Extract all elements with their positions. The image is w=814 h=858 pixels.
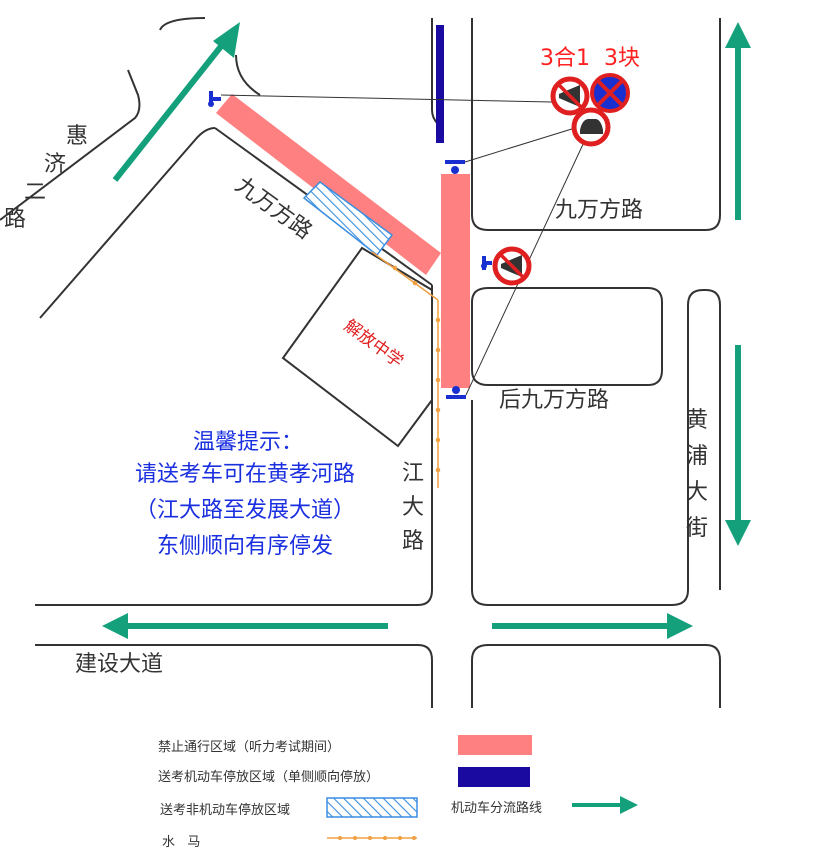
sign-post-s xyxy=(446,386,466,399)
legend-diversion-arrow xyxy=(572,796,638,814)
no-entry-zone-jiangda xyxy=(441,174,470,388)
legend-nonmotor-parking-swatch xyxy=(326,797,418,818)
notice-line-1: 请送考车可在黄孝河路 xyxy=(135,462,355,487)
street-jiangda-1: 江 xyxy=(402,461,424,486)
sign-post-n xyxy=(445,160,465,174)
street-huangpu-1: 黄 xyxy=(686,408,708,433)
legend-nonmotor-parking-label: 送考非机动车停放区域 xyxy=(160,802,290,818)
arrow-south xyxy=(725,345,751,546)
sign-post-nw xyxy=(208,91,221,107)
no-motor-vehicle-sign xyxy=(571,107,611,147)
notice-title: 温馨提示： xyxy=(193,430,303,455)
street-huangpu-3: 大 xyxy=(686,480,708,505)
street-hou-jiuwanfang: 后九万方路 xyxy=(499,388,609,413)
legend-no-entry-swatch xyxy=(458,735,532,755)
sign-posts xyxy=(208,91,492,399)
legend: 禁止通行区域（听力考试期间） 送考机动车停放区域（单侧顺向停放） 送考非机动车停… xyxy=(158,735,638,850)
street-jiangda-3: 路 xyxy=(402,529,424,554)
legend-motor-parking-label: 送考机动车停放区域（单侧顺向停放） xyxy=(158,769,379,785)
street-jiangda-2: 大 xyxy=(402,495,424,520)
legend-motor-parking-swatch xyxy=(458,767,530,787)
street-huangpu-4: 街 xyxy=(686,516,708,541)
arrow-northeast xyxy=(112,22,240,182)
barrier-line xyxy=(371,251,441,488)
legend-no-entry-label: 禁止通行区域（听力考试期间） xyxy=(158,740,340,755)
notice-line-2: （江大路至发展大道） xyxy=(135,498,355,523)
legend-barrier-label: 水 马 xyxy=(162,835,200,850)
road-network xyxy=(0,17,721,708)
street-huiji-3: 二 xyxy=(24,180,46,205)
no-horn-sign-top xyxy=(550,76,590,116)
street-jianshe: 建设大道 xyxy=(75,652,163,677)
arrow-west xyxy=(102,613,388,639)
street-jiuwanfang-east: 九万方路 xyxy=(555,198,643,223)
notice-line-3: 东侧顺向有序停发 xyxy=(157,534,333,559)
no-horn-sign-mid xyxy=(492,246,532,286)
sign-post-mid xyxy=(481,256,492,270)
street-huiji-2: 济 xyxy=(44,152,66,177)
street-huiji-1: 惠 xyxy=(66,124,88,149)
nonmotor-parking-zone xyxy=(302,181,394,257)
arrow-north xyxy=(725,22,751,220)
street-huiji-4: 路 xyxy=(4,207,26,232)
motor-parking-zone xyxy=(436,25,444,143)
notice: 温馨提示： 请送考车可在黄孝河路 （江大路至发展大道） 东侧顺向有序停发 xyxy=(135,430,355,559)
no-parking-sign xyxy=(590,73,630,113)
diversion-arrows xyxy=(102,22,751,639)
school-label: 解放中学 xyxy=(340,316,407,372)
arrow-east xyxy=(492,613,693,639)
legend-diversion-label: 机动车分流路线 xyxy=(451,800,542,816)
street-huangpu-2: 浦 xyxy=(686,444,708,469)
legend-barrier-swatch xyxy=(327,836,417,840)
street-jiuwanfang-west: 九万方路 xyxy=(230,173,316,245)
sign-note: 3合1 3块 xyxy=(540,46,640,71)
